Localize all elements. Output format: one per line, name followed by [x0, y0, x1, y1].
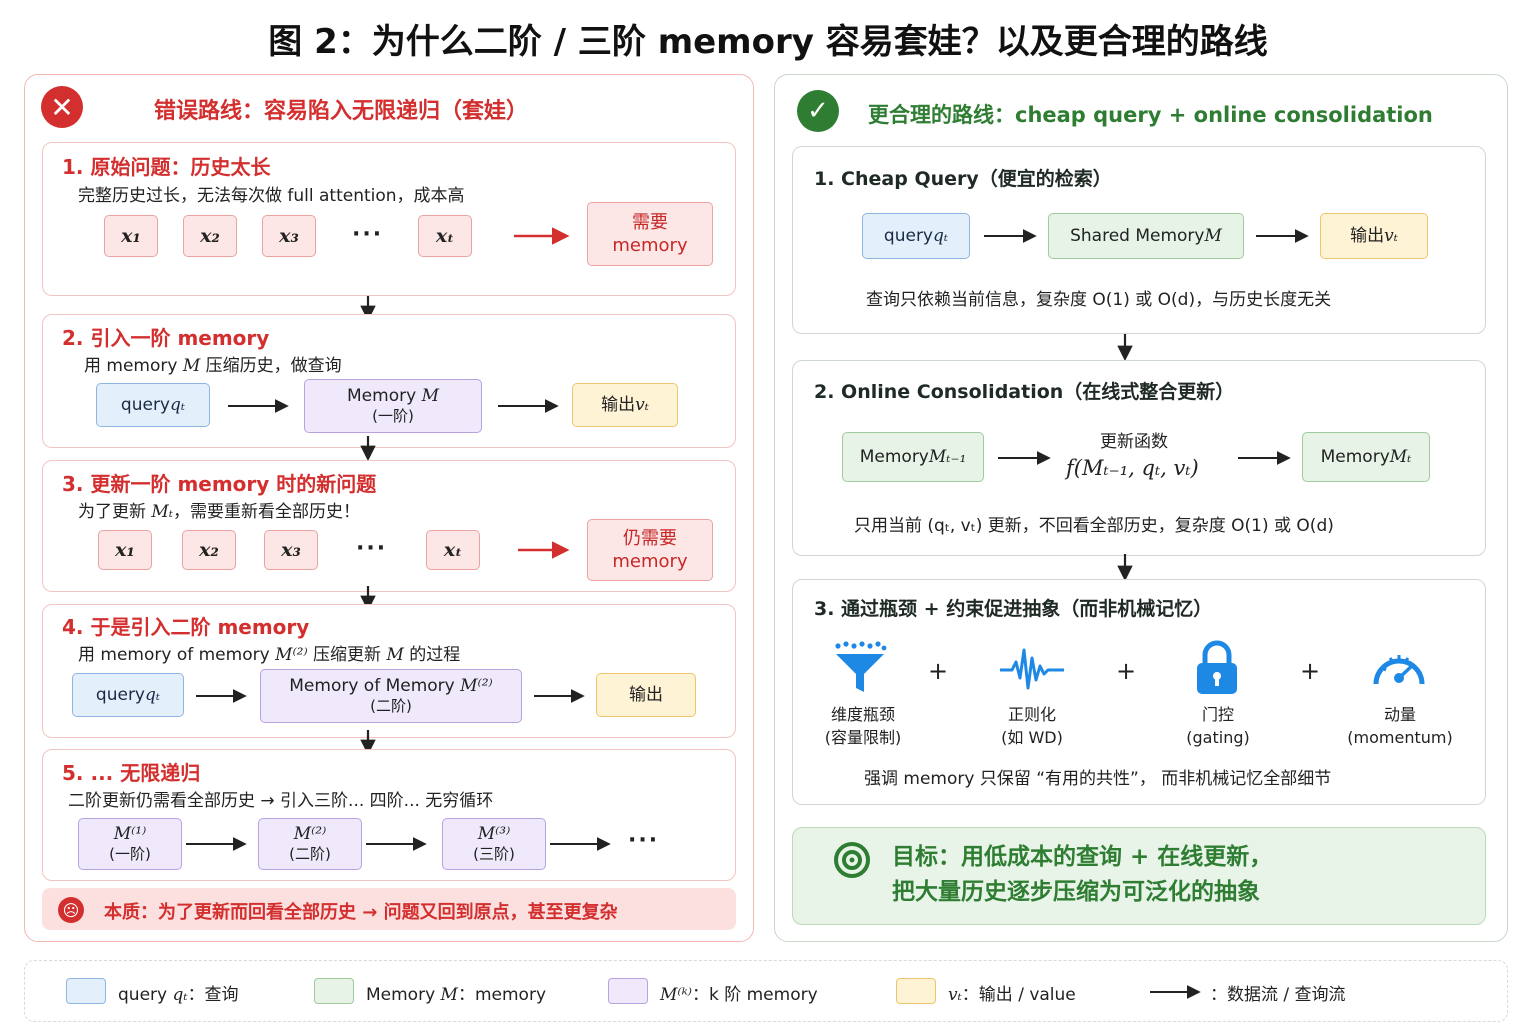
- step-description: 为了更新 Mₜ，需要重新看全部历史！: [78, 502, 361, 522]
- flow-arrow: [186, 837, 247, 851]
- token-x2: x₂: [182, 530, 236, 570]
- shared-memory-box: Shared Memory M: [1048, 213, 1244, 259]
- step-description: 完整历史过长，无法每次做 full attention，成本高: [78, 186, 465, 206]
- goal-text: 目标：用低成本的查询 + 在线更新， 把大量历史逐步压缩为可泛化的抽象: [892, 844, 1273, 905]
- need-line2: memory: [612, 235, 688, 256]
- down-arrow: [360, 730, 376, 756]
- legend-label-query: query qₜ：查询: [118, 985, 239, 1005]
- query-box: query qₜ: [862, 213, 970, 259]
- need-memory-box: 需要 memory: [587, 202, 713, 266]
- legend-swatch-query: [66, 978, 106, 1004]
- update-function: f(Mₜ₋₁, qₜ, vₜ): [1066, 456, 1199, 480]
- token-x3: x₃: [262, 215, 316, 257]
- error-x-icon: ✕: [41, 86, 83, 128]
- legend-swatch-output: [896, 978, 936, 1004]
- page-title: 图 2：为什么二阶 / 三阶 memory 容易套娃？以及更合理的路线: [268, 22, 1268, 62]
- legend-label-flow: ：数据流 / 查询流: [1210, 985, 1346, 1005]
- flow-arrow: [550, 837, 611, 851]
- legend-label-memory: Memory M：memory: [366, 985, 546, 1005]
- down-arrow: [360, 436, 376, 462]
- legend-swatch-memory: [314, 978, 354, 1004]
- output-box: 输出 vₜ: [1320, 213, 1428, 259]
- memory-order-1-box: M⁽¹⁾(一阶): [78, 818, 182, 870]
- plus-sign: +: [928, 657, 949, 685]
- flow-arrow: [998, 451, 1051, 465]
- step-title: 5. ... 无限递归: [62, 761, 201, 785]
- flow-arrow: [366, 837, 427, 851]
- momentum-label: 动量(momentum): [1347, 705, 1453, 747]
- memory-next-box: Memory Mₜ: [1302, 432, 1430, 482]
- query-box: query qₜ: [96, 383, 210, 427]
- legend: [24, 960, 1508, 1022]
- memory-order-2-box: M⁽²⁾(二阶): [258, 818, 362, 870]
- token-x2: x₂: [183, 215, 237, 257]
- bottleneck-step: [792, 579, 1486, 805]
- essence-text: 本质：为了更新而回看全部历史 → 问题又回到原点，甚至更复杂: [104, 902, 618, 923]
- ellipsis: ···: [628, 828, 660, 853]
- memory-prev-box: Memory Mₜ₋₁: [842, 432, 984, 482]
- need-line1: 需要: [632, 211, 668, 233]
- step-note: 只用当前 (qₜ, vₜ) 更新，不回看全部历史，复杂度 O(1) 或 O(d): [854, 516, 1334, 536]
- plus-sign: +: [1300, 657, 1321, 685]
- step-title: 3. 更新一阶 memory 时的新问题: [62, 472, 377, 496]
- legend-arrow: [1150, 985, 1201, 999]
- step-title: 3. 通过瓶颈 + 约束促进抽象（而非机械记忆）: [814, 598, 1213, 620]
- output-box: 输出 vₜ: [572, 383, 678, 427]
- memory-first-order-box: Memory M (一阶): [304, 379, 482, 433]
- flow-arrow: [534, 689, 585, 703]
- step-description: 用 memory M 压缩历史，做查询: [84, 356, 342, 376]
- output-box: 输出: [596, 673, 696, 717]
- token-x1: x₁: [98, 530, 152, 570]
- target-icon: [834, 842, 870, 878]
- legend-label-k-order: M⁽ᵏ⁾：k 阶 memory: [660, 985, 818, 1005]
- legend-swatch-k-order: [608, 978, 648, 1004]
- lock-icon: [1197, 640, 1237, 694]
- wrong-route-header: 错误路线：容易陷入无限递归（套娃）: [154, 99, 529, 124]
- token-x3: x₃: [264, 530, 318, 570]
- bottleneck-label: 维度瓶颈(容量限制): [824, 705, 902, 747]
- update-function-label: 更新函数: [1100, 432, 1168, 452]
- still-need-memory-box: 仍需要 memory: [587, 519, 713, 581]
- step-note: 查询只依赖当前信息，复杂度 O(1) 或 O(d)，与历史长度无关: [866, 290, 1332, 310]
- ellipsis: ···: [352, 222, 384, 247]
- step-title: 1. Cheap Query（便宜的检索）: [814, 168, 1112, 190]
- token-xt: xₜ: [426, 530, 480, 570]
- gauge-icon: [1373, 655, 1425, 685]
- step-title: 2. 引入一阶 memory: [62, 326, 270, 350]
- down-arrow: [1117, 554, 1133, 582]
- step-note: 强调 memory 只保留 “有用的共性”， 而非机械记忆全部细节: [864, 769, 1332, 789]
- red-arrow: [514, 227, 570, 245]
- legend-label-output: vₜ：输出 / value: [948, 985, 1076, 1005]
- flow-arrow: [196, 689, 247, 703]
- sad-face-icon: ☹: [58, 897, 84, 923]
- step-description: 二阶更新仍需看全部历史 → 引入三阶... 四阶... 无穷循环: [68, 791, 494, 811]
- memory-order-3-box: M⁽³⁾(三阶): [442, 818, 546, 870]
- red-arrow: [518, 541, 570, 559]
- ellipsis: ···: [356, 536, 388, 561]
- token-x1: x₁: [104, 215, 158, 257]
- step-description: 用 memory of memory M⁽²⁾ 压缩更新 M 的过程: [78, 645, 461, 665]
- regularization-label: 正则化(如 WD): [1001, 705, 1063, 747]
- goal-banner: [792, 827, 1486, 925]
- flow-arrow: [984, 229, 1037, 243]
- step-title: 2. Online Consolidation（在线式整合更新）: [814, 381, 1235, 403]
- query-box: query qₜ: [72, 673, 184, 717]
- funnel-icon: [835, 641, 887, 692]
- step-title: 4. 于是引入二阶 memory: [62, 615, 310, 639]
- memory-second-order-box: Memory of Memory M⁽²⁾ (二阶): [260, 669, 522, 723]
- flow-arrow: [1238, 451, 1291, 465]
- step-title: 1. 原始问题：历史太长: [62, 155, 271, 179]
- essence-banner: [42, 888, 736, 930]
- down-arrow: [1117, 334, 1133, 362]
- gating-label: 门控(gating): [1186, 705, 1250, 747]
- flow-arrow: [1256, 229, 1309, 243]
- token-xt: xₜ: [418, 215, 472, 257]
- check-icon: ✓: [797, 90, 839, 132]
- plus-sign: +: [1116, 657, 1137, 685]
- better-route-header: 更合理的路线：cheap query + online consolidatio…: [868, 103, 1433, 127]
- flow-arrow: [228, 399, 289, 413]
- waveform-icon: [1000, 648, 1064, 690]
- flow-arrow: [498, 399, 559, 413]
